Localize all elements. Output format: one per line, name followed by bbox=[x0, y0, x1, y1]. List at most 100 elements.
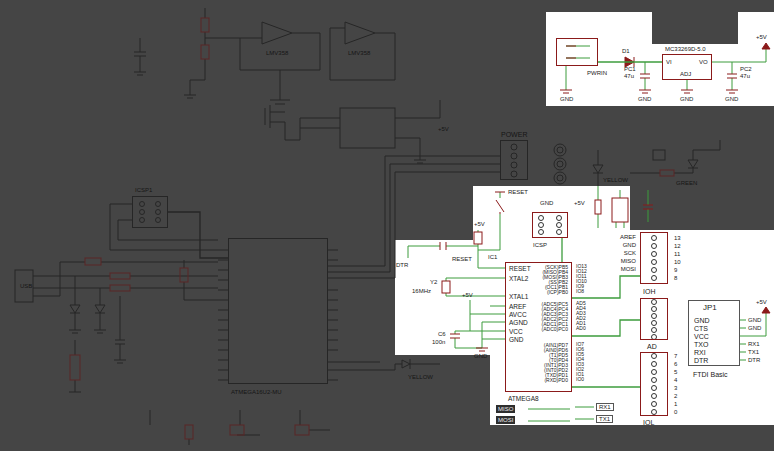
net-label: GND bbox=[748, 317, 761, 323]
wire bbox=[490, 306, 505, 307]
faded-wire bbox=[593, 150, 603, 186]
faded-wire bbox=[402, 360, 410, 368]
net-label: 13 bbox=[674, 235, 681, 241]
faded-wire bbox=[184, 8, 205, 98]
header-pin bbox=[539, 223, 544, 228]
faded-wire bbox=[184, 260, 218, 300]
component-symbol bbox=[495, 192, 505, 214]
faded-component bbox=[295, 425, 309, 435]
net-label: TX1 bbox=[748, 349, 759, 355]
net-label: 100n bbox=[432, 339, 445, 345]
faded-wire bbox=[338, 362, 402, 370]
pin-name: ADJ bbox=[680, 71, 691, 77]
faded-component bbox=[660, 170, 674, 176]
net-label: +5V bbox=[462, 292, 473, 298]
wire bbox=[740, 313, 766, 360]
ic-chip: RESETXTAL2XTAL1AREFAVCCAGNDVCCGND(SCK)PB… bbox=[505, 262, 572, 392]
faded-component bbox=[185, 425, 193, 439]
net-label: GND bbox=[748, 325, 761, 331]
ic-chip: ATMEGA16U2-MU bbox=[228, 238, 328, 384]
highlight-area bbox=[395, 12, 774, 425]
net-label: 7 bbox=[674, 353, 677, 359]
net-label: SCK bbox=[624, 250, 636, 256]
component-symbol bbox=[643, 205, 653, 209]
power-jack: PWRIN bbox=[556, 38, 598, 66]
component-symbol bbox=[450, 334, 488, 351]
net-label: 3 bbox=[674, 385, 677, 391]
pin-name: JP1 bbox=[703, 304, 717, 312]
part-label: AD bbox=[647, 343, 657, 350]
wire-connector bbox=[572, 276, 640, 298]
faded-wire bbox=[511, 171, 517, 177]
faded-wire bbox=[140, 210, 145, 215]
pin-name: (RXD)PD0 bbox=[544, 378, 568, 383]
wire bbox=[446, 278, 505, 296]
net-label: DTR bbox=[396, 262, 408, 268]
header-pin bbox=[652, 402, 657, 407]
pin-name: XTAL1 bbox=[509, 294, 528, 301]
component-symbol bbox=[474, 232, 482, 244]
faded-wire bbox=[69, 276, 81, 333]
pin-name: CTS bbox=[694, 325, 708, 332]
net-label: PC1 bbox=[624, 66, 636, 72]
header-pin bbox=[652, 244, 657, 249]
header-pin bbox=[652, 410, 657, 415]
faded-wire bbox=[33, 262, 218, 296]
faded-wire bbox=[114, 296, 126, 363]
net-label-box: MOSI bbox=[496, 416, 515, 424]
faded-wire bbox=[134, 38, 146, 75]
part-label: MC33269D-5.0 bbox=[665, 46, 706, 52]
wire bbox=[455, 322, 505, 348]
net-label: PC2 bbox=[740, 66, 752, 72]
net-label: 0 bbox=[674, 409, 677, 415]
header-pin bbox=[652, 307, 657, 312]
net-label: AREF bbox=[620, 234, 636, 240]
highlight-area bbox=[652, 12, 738, 44]
component-symbol bbox=[639, 74, 651, 93]
net-label: DTR bbox=[748, 357, 760, 363]
pin-name: XTAL2 bbox=[509, 276, 528, 283]
header-pin bbox=[539, 216, 544, 221]
net-label: YELLOW bbox=[408, 374, 433, 380]
faded-wire bbox=[511, 153, 517, 159]
net-label: 16MHz bbox=[412, 288, 431, 294]
faded-wire bbox=[554, 144, 566, 156]
net-label: +5V bbox=[756, 34, 767, 40]
header-pin bbox=[652, 300, 657, 305]
component-symbol bbox=[612, 198, 628, 222]
faded-wire bbox=[340, 108, 395, 148]
header-pin bbox=[539, 230, 544, 235]
net-label: RESET bbox=[452, 256, 472, 262]
connector-box: JP1GNDCTSVCCTXORXIDTRFTDI Basic bbox=[688, 300, 740, 366]
faded-component bbox=[110, 273, 130, 279]
part-label: IOH bbox=[643, 288, 655, 295]
faded-wire bbox=[688, 160, 698, 168]
net-label: 12 bbox=[674, 243, 681, 249]
pin-name: GND bbox=[694, 317, 710, 324]
net-label-box: TX1 bbox=[596, 415, 613, 423]
net-label: 11 bbox=[674, 251, 680, 257]
net-label: +5V bbox=[756, 299, 767, 305]
header-pin bbox=[652, 370, 657, 375]
faded-wire bbox=[70, 305, 80, 313]
pin-header: POWER bbox=[500, 140, 528, 180]
faded-wire bbox=[328, 250, 338, 380]
net-label: MISO bbox=[621, 258, 636, 264]
faded-wire bbox=[511, 162, 517, 168]
wire bbox=[598, 186, 599, 228]
net-label: 5 bbox=[674, 369, 677, 375]
net-label: IC1 bbox=[488, 254, 497, 260]
net-label: +5V bbox=[574, 200, 585, 206]
header-pin bbox=[652, 335, 657, 340]
wire bbox=[566, 46, 590, 90]
faded-component bbox=[230, 425, 244, 435]
faded-wire bbox=[557, 147, 563, 153]
header-pin bbox=[652, 386, 657, 391]
net-label: GND bbox=[725, 96, 738, 102]
pin-header: ICSP1 bbox=[132, 196, 168, 228]
net-label: 47u bbox=[740, 73, 750, 79]
faded-wire bbox=[15, 8, 720, 445]
wire bbox=[408, 46, 766, 421]
